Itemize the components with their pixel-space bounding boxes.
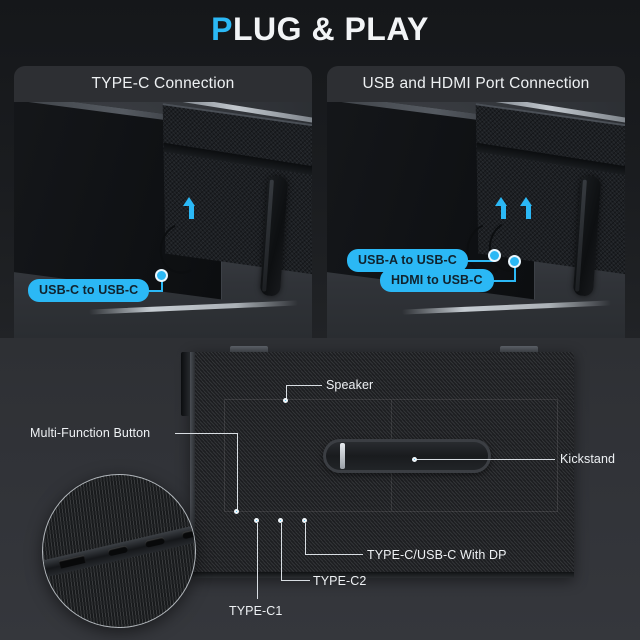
page-title-rest: LUG & PLAY: [233, 11, 429, 47]
callout-dot-type-c1: [254, 518, 259, 523]
callout-label-type-c1: TYPE-C1: [229, 604, 283, 618]
callout-leader-horizontal-mfb: [175, 433, 238, 434]
page-title: PLUG & PLAY: [0, 9, 640, 49]
arrow-stem-usb-c: [189, 206, 194, 219]
callout-leader-vertical-mfb: [237, 433, 238, 511]
callout-label-hdmi-to-usb-c: HDMI to USB-C: [380, 269, 494, 292]
callout-leader-horizontal-type-c2: [281, 580, 310, 581]
arrow-up-icon-usb-a: [495, 197, 507, 206]
callout-leader-horizontal-type-c-dp: [305, 554, 363, 555]
arrow-stem-hdmi: [526, 206, 531, 219]
callout-leader-vertical-type-c-dp: [305, 523, 306, 555]
callout-dot-usb-a-to-usb-c: [488, 249, 501, 262]
arrow-up-icon-usb-c: [183, 197, 195, 206]
panel-title-type-c: TYPE-C Connection: [91, 75, 235, 92]
panel-title-usb-hdmi: USB and HDMI Port Connection: [362, 75, 590, 92]
callout-dot-type-c-dp: [302, 518, 307, 523]
panel-photo-usb-hdmi: [327, 102, 625, 338]
monitor-left-rail: [190, 352, 195, 578]
port-usb-c-1-icon: [107, 545, 129, 557]
port-usb-c-2-icon: [144, 536, 166, 548]
bottom-section: Speaker Multi-Function Button Kickstand …: [0, 338, 640, 640]
arrow-up-icon-hdmi: [520, 197, 532, 206]
callout-leader-horizontal-hdmi: [475, 280, 516, 282]
kickstand-flat: [323, 439, 491, 473]
port-magnifier-inset: [42, 474, 196, 628]
callout-dot-hdmi-to-usb-c: [508, 255, 521, 268]
callout-leader-kickstand: [416, 459, 555, 460]
port-rectangular-icon: [58, 554, 86, 569]
callout-label-type-c2: TYPE-C2: [313, 574, 367, 588]
callout-dot-multi-function-button: [234, 509, 239, 514]
panel-usb-hdmi-connection: USB and HDMI Port Connection U: [327, 66, 625, 338]
callout-dot-type-c2: [278, 518, 283, 523]
kickstand-hinge: [340, 443, 345, 469]
monitor-back-diagram: [178, 346, 574, 578]
top-section: PLUG & PLAY TYPE-C Connection: [0, 0, 640, 338]
callout-leader-type-c1: [257, 523, 258, 599]
callout-label-kickstand: Kickstand: [560, 452, 616, 466]
callout-label-usb-a-to-usb-c: USB-A to USB-C: [347, 249, 468, 272]
callout-dot-usb-c-to-usb-c: [155, 269, 168, 282]
panel-type-c-connection: TYPE-C Connection USB-C to USB-C: [14, 66, 312, 338]
callout-label-usb-c-to-usb-c: USB-C to USB-C: [28, 279, 150, 302]
callout-label-type-c-dp: TYPE-C/USB-C With DP: [367, 548, 507, 562]
callout-leader-vertical-speaker: [286, 385, 287, 400]
callout-leader-vertical-usb-c: [161, 272, 163, 292]
monitor-port-edge: [190, 572, 574, 578]
magnified-port-bar: [43, 521, 195, 579]
panel-photo-type-c: [14, 102, 312, 338]
arrow-stem-usb-a: [501, 206, 506, 219]
callout-leader-vertical-type-c2: [281, 523, 282, 581]
callout-label-multi-function-button: Multi-Function Button: [30, 426, 151, 440]
callout-dot-kickstand: [412, 457, 417, 462]
callout-leader-vertical-hdmi: [514, 259, 516, 282]
page-title-accent-letter: P: [211, 11, 233, 47]
monitor-tab-right: [500, 346, 538, 352]
callout-label-speaker: Speaker: [326, 378, 374, 392]
callout-dot-speaker: [283, 398, 288, 403]
port-usb-c-3-icon: [181, 527, 195, 540]
callout-leader-horizontal-speaker: [286, 385, 322, 386]
monitor-tab-left: [230, 346, 268, 352]
